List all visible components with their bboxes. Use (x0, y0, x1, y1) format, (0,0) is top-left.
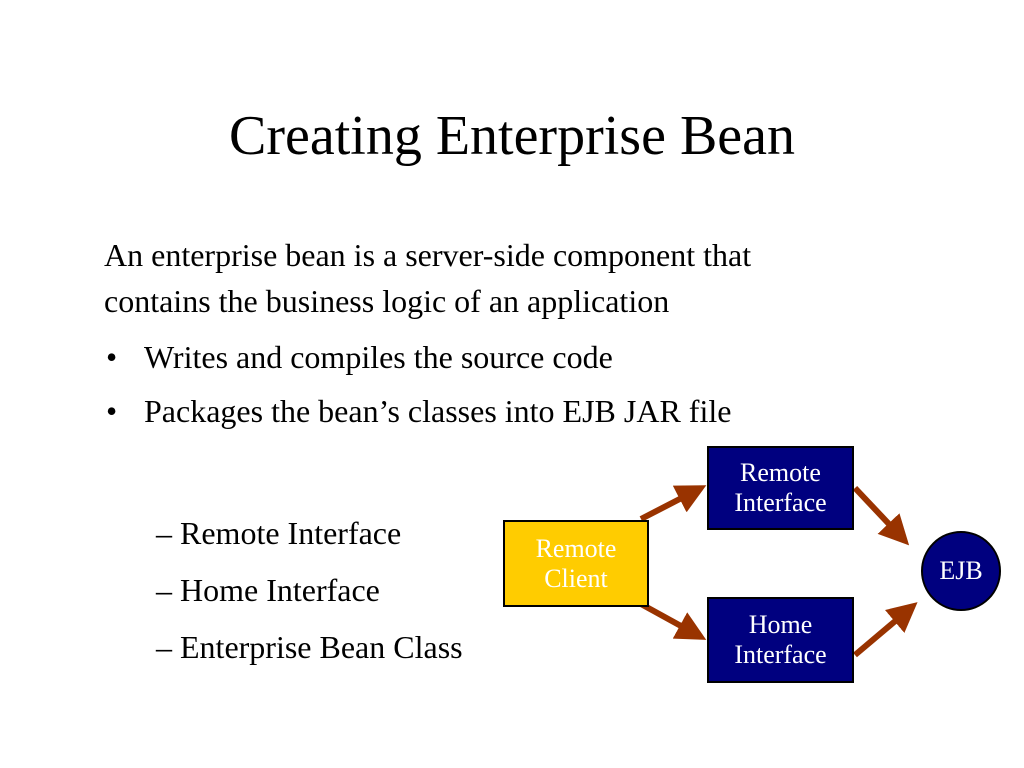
ejb-node: EJB (921, 531, 1001, 611)
remote-interface-box: Remote Interface (707, 446, 854, 530)
bullet-mark: • (106, 339, 118, 375)
home-interface-line-2: Interface (734, 640, 827, 669)
home-interface-line-1: Home (748, 610, 813, 639)
intro-line-1: An enterprise bean is a server-side comp… (104, 237, 752, 273)
intro-line-2: contains the business logic of an applic… (104, 283, 670, 319)
bullet-text: Packages the bean’s classes into EJB JAR… (144, 393, 732, 429)
arrow-home-interface-to-ejb (853, 602, 918, 658)
bullet-item: • Packages the bean’s classes into EJB J… (104, 388, 984, 434)
bullet-item: • Writes and compiles the source code (104, 334, 984, 380)
intro-paragraph: An enterprise bean is a server-side comp… (104, 232, 984, 324)
remote-client-line-1: Remote (535, 533, 617, 563)
arrow-remote-interface-to-ejb (852, 485, 910, 546)
remote-interface-line-2: Interface (734, 488, 827, 517)
sub-item-remote-interface: – Remote Interface (156, 515, 402, 551)
ejb-label: EJB (939, 556, 983, 585)
slide-title: Creating Enterprise Bean (228, 105, 795, 167)
remote-client-box: Remote Client (503, 520, 649, 607)
sub-list: – Remote Interface – Home Interface – En… (156, 510, 463, 681)
sub-item-enterprise-bean-class: – Enterprise Bean Class (156, 629, 463, 665)
arrow-client-to-home-interface (639, 601, 707, 640)
slide-body: An enterprise bean is a server-side comp… (104, 232, 984, 442)
sub-item-home-interface: – Home Interface (156, 572, 380, 608)
bullet-text: Writes and compiles the source code (144, 339, 613, 375)
remote-client-line-2: Client (544, 563, 608, 593)
remote-interface-line-1: Remote (740, 458, 821, 487)
arrow-client-to-remote-interface (639, 485, 707, 522)
bullet-mark: • (106, 393, 118, 429)
home-interface-box: Home Interface (707, 597, 854, 683)
